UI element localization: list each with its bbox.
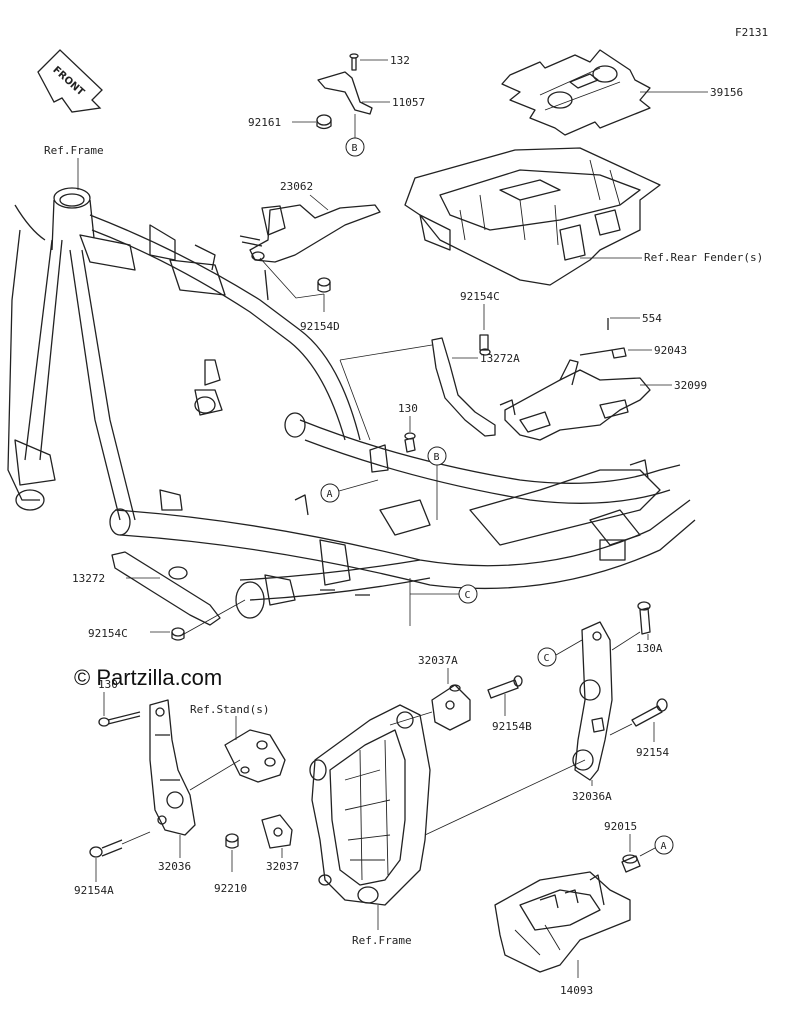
label-92015: 92015 (604, 820, 637, 833)
part-13272A-bracket (431, 334, 496, 437)
part-rear-fender-tray (404, 147, 661, 286)
label-130A: 130A (636, 642, 663, 655)
part-130-left-bolt (98, 711, 141, 727)
part-92154C-bolt (171, 627, 185, 641)
front-arrow-icon: FRONT (37, 49, 103, 113)
svg-text:C: C (465, 590, 471, 601)
label-13272A: 13272A (480, 352, 520, 365)
label-130: 130 (398, 402, 418, 415)
label-14093: 14093 (560, 984, 593, 997)
label-23062: 23062 (280, 180, 313, 193)
watermark: © Partzilla.com (74, 665, 222, 690)
part-130-bolt (404, 432, 416, 453)
label-32037A: 32037A (418, 654, 458, 667)
label-ref-frame-bottom: Ref.Frame (352, 934, 412, 947)
label-92043: 92043 (654, 344, 687, 357)
part-13272-bracket (111, 551, 221, 626)
label-32037: 32037 (266, 860, 299, 873)
diagram-id: F2131 (735, 26, 768, 39)
part-130A-bolt (637, 601, 651, 635)
part-32036-plate (149, 699, 196, 836)
label-32036: 32036 (158, 860, 191, 873)
part-32037-bracket (261, 814, 293, 849)
svg-text:B: B (352, 143, 358, 154)
label-92154D: 92154D (300, 320, 340, 333)
part-stand-ref (224, 729, 286, 783)
label-92154A: 92154A (74, 884, 114, 897)
part-92154A-bolt (89, 839, 123, 858)
label-92154C-top: 92154C (460, 290, 500, 303)
part-32036A-plate (572, 621, 613, 781)
label-92154C-bottom: 92154C (88, 627, 128, 640)
label-ref-stand: Ref.Stand(s) (190, 703, 269, 716)
label-39156: 39156 (710, 86, 743, 99)
label-32036A: 32036A (572, 790, 612, 803)
label-11057: 11057 (392, 96, 425, 109)
label-ref-frame-top: Ref.Frame (44, 144, 104, 157)
part-39156-mat (501, 49, 651, 136)
label-132: 132 (390, 54, 410, 67)
callout-c-plate (537, 647, 557, 667)
part-23062-bracket (239, 204, 381, 301)
callout-a-collar (654, 835, 674, 855)
label-130-left: 130 (98, 678, 118, 691)
main-frame (7, 187, 696, 619)
label-13272: 13272 (72, 572, 105, 585)
part-92154D-nut (317, 277, 331, 293)
svg-text:A: A (327, 489, 333, 500)
label-92161: 92161 (248, 116, 281, 129)
part-92210-nut (225, 833, 239, 849)
part-32037A-bracket (431, 684, 471, 731)
label-92154: 92154 (636, 746, 669, 759)
callout-a-frame (320, 483, 340, 503)
svg-text:B: B (434, 452, 440, 463)
part-32099-bracket (499, 347, 651, 441)
label-554: 554 (642, 312, 662, 325)
part-11057-bracket (316, 53, 373, 130)
part-92154-bolt (631, 698, 668, 727)
part-engine-plate (309, 704, 431, 906)
label-92210: 92210 (214, 882, 247, 895)
svg-text:A: A (661, 841, 667, 852)
label-92154B: 92154B (492, 720, 532, 733)
svg-text:C: C (544, 653, 550, 664)
part-92154B-bolt (487, 675, 523, 699)
part-14093-guard (494, 871, 631, 973)
part-92015-collar (621, 854, 641, 873)
label-32099: 32099 (674, 379, 707, 392)
callout-b-top (345, 137, 365, 157)
label-ref-rear-fender: Ref.Rear Fender(s) (644, 251, 763, 264)
